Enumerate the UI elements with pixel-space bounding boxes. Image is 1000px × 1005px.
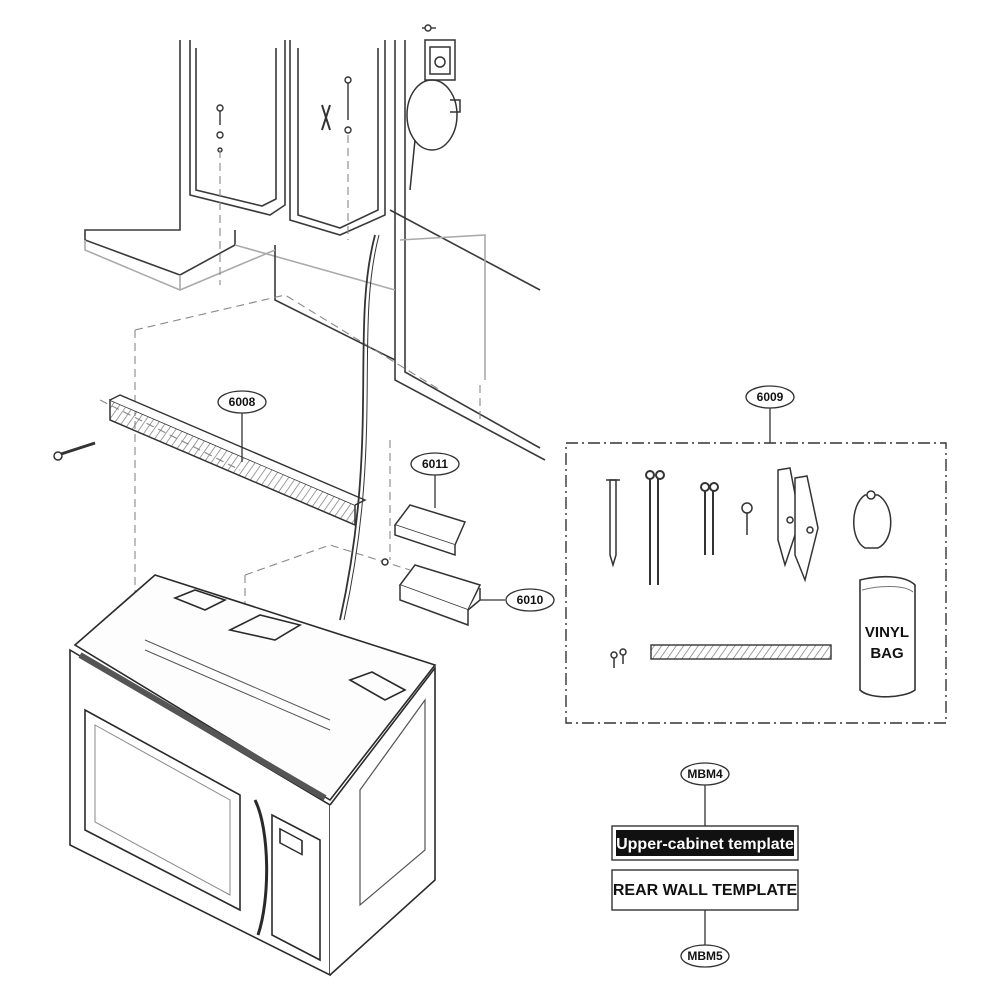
callout-6010-label: 6010 <box>517 593 544 607</box>
callout-6008: 6008 <box>217 390 267 462</box>
part-6011-block <box>393 504 467 557</box>
vinyl-bag-line1: VINYL <box>865 624 909 641</box>
tiny-screws <box>610 648 627 668</box>
short-bolts <box>700 482 719 555</box>
wall-screw <box>53 441 96 461</box>
callout-6008-label: 6008 <box>229 395 256 409</box>
rear-wall-template-label: REAR WALL TEMPLATE <box>613 882 798 899</box>
small-screw <box>741 502 753 535</box>
callout-6009-label: 6009 <box>757 390 784 404</box>
callout-6011-label: 6011 <box>422 457 448 471</box>
part-6010-block <box>381 558 482 627</box>
upper-cabinet-template-label: Upper-cabinet template <box>616 836 794 853</box>
wall-outlet <box>424 39 456 81</box>
power-cord-coil <box>406 79 461 191</box>
cabinet-bolts <box>216 76 352 153</box>
lag-screw <box>606 479 620 568</box>
callout-mbm4-label: MBM4 <box>687 767 723 781</box>
vinyl-bag: VINYL BAG <box>859 575 916 698</box>
microwave-oven <box>69 574 437 977</box>
mounting-plate-6008 <box>109 394 367 527</box>
power-cord <box>339 234 376 621</box>
callout-mbm5: MBM5 <box>680 910 730 968</box>
hardware-kit-6009: 6009 <box>565 385 947 724</box>
upper-cabinets <box>84 40 546 461</box>
callout-mbm5-label: MBM5 <box>687 949 723 963</box>
toggle-bolts <box>645 470 665 585</box>
filler-strip <box>650 644 832 660</box>
cable-clamp <box>853 490 892 549</box>
toggle-wings <box>777 467 819 583</box>
rear-wall-template: REAR WALL TEMPLATE <box>611 869 799 911</box>
upper-cabinet-template: Upper-cabinet template <box>611 825 799 861</box>
callout-6011: 6011 <box>410 452 460 508</box>
screw-top <box>422 24 436 32</box>
vinyl-bag-line2: BAG <box>870 645 903 662</box>
callout-mbm4: MBM4 <box>680 762 730 826</box>
callout-6010: 6010 <box>480 588 555 612</box>
